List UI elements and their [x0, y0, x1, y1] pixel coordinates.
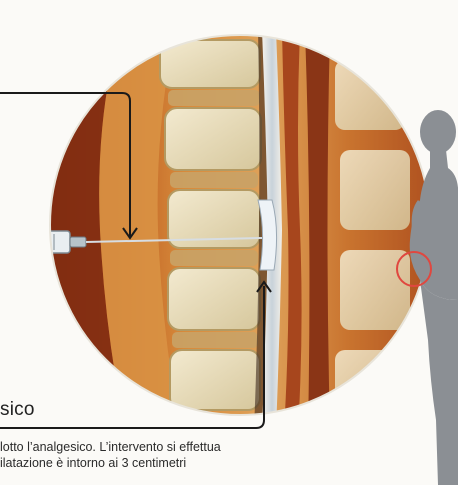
caption-line-1: lotto l’analgesico. L’intervento si effe… — [0, 440, 221, 454]
caption-title: sico — [0, 399, 35, 421]
vertebrae — [160, 40, 261, 410]
magnified-spine-view — [30, 30, 450, 430]
caption-line-2: ilatazione è intorno ai 3 centimetri — [0, 456, 186, 470]
